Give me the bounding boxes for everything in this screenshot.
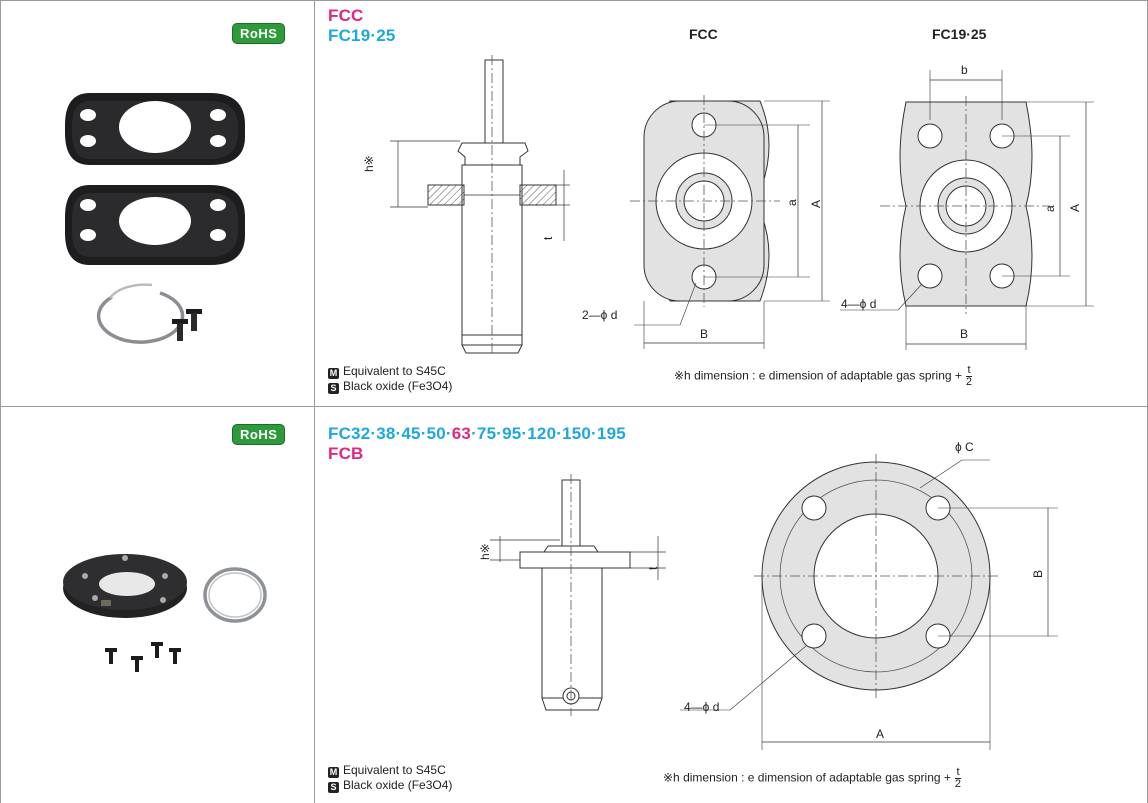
- surface-icon: S: [328, 782, 339, 793]
- dimension-label-h-row2: h※: [478, 543, 492, 560]
- hole-label-2d: 2—ϕ d: [582, 308, 618, 322]
- row-divider: [0, 406, 1148, 407]
- dimension-label-B-row2: B: [1031, 569, 1045, 578]
- table-border-left: [0, 0, 1, 803]
- dimension-label-B-fcc: B: [700, 327, 709, 341]
- dimension-label-a-fcc: a: [785, 199, 799, 206]
- product-code-fc32-195: FC32·38·45·50·63·75·95·120·150·195: [328, 424, 626, 443]
- material-icon: M: [328, 368, 339, 379]
- material-text: Equivalent to S45C: [343, 364, 446, 378]
- surface-text: Black oxide (Fe3O4): [343, 379, 453, 393]
- product-photo-fcc: [65, 93, 245, 344]
- dimension-label-t: t: [541, 236, 555, 240]
- surface-text: Black oxide (Fe3O4): [343, 778, 453, 792]
- side-view-drawing-fcc: [390, 55, 570, 355]
- dimension-label-C: ϕ C: [955, 440, 974, 454]
- h-dimension-note-row1: ※h dimension : e dimension of adaptable …: [674, 364, 973, 388]
- dimension-label-b: b: [961, 63, 968, 77]
- product-code-fcb: FCB: [328, 444, 364, 463]
- surface-icon: S: [328, 383, 339, 394]
- dimension-label-a-fc19: a: [1043, 205, 1057, 212]
- dimension-label-A-row2: A: [876, 727, 885, 741]
- product-code-fc19-25: FC19·25: [328, 26, 396, 45]
- table-border-top: [0, 0, 1148, 1]
- rohs-badge: RoHS: [232, 424, 286, 445]
- dimension-label-h: h※: [362, 155, 376, 172]
- h-dimension-note-row2: ※h dimension : e dimension of adaptable …: [663, 766, 962, 790]
- material-spec-row1: M Equivalent to S45C S Black oxide (Fe3O4): [328, 364, 452, 394]
- front-view-fcc: [630, 95, 830, 349]
- hole-label-4d-row2: 4—ϕ d: [684, 700, 720, 714]
- material-text: Equivalent to S45C: [343, 763, 446, 777]
- side-view-drawing-fcb: [490, 474, 666, 716]
- hole-label-4d-row1: 4—ϕ d: [841, 297, 877, 311]
- front-view-fcb: [680, 454, 1058, 750]
- column-divider: [314, 0, 315, 803]
- view-title-fcc: FCC: [689, 26, 718, 42]
- dimension-label-t-row2: t: [646, 566, 660, 570]
- front-view-fc19-25: [840, 70, 1094, 350]
- dimension-label-A-fc19: A: [1068, 203, 1082, 212]
- rohs-badge: RoHS: [232, 23, 286, 44]
- dimension-label-B-fc19: B: [960, 327, 969, 341]
- product-photo-fcb: [63, 554, 267, 672]
- product-code-fcc: FCC: [328, 6, 364, 25]
- material-icon: M: [328, 767, 339, 778]
- dimension-label-A-fcc: A: [809, 199, 823, 208]
- material-spec-row2: M Equivalent to S45C S Black oxide (Fe3O4): [328, 763, 452, 793]
- view-title-fc19-25: FC19·25: [932, 26, 987, 42]
